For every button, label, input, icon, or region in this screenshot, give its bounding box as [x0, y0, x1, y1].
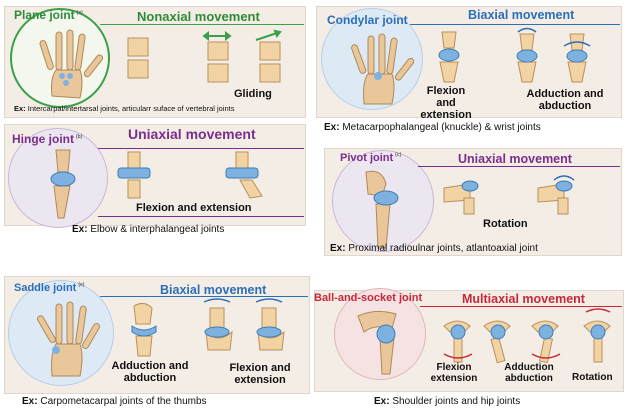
hinge-joint-title-text: Hinge joint — [12, 132, 74, 146]
ball-caption-flexion: Flexion extension — [424, 362, 484, 384]
plane-joint-movement: Nonaxial movement — [137, 9, 260, 24]
pivot-joint-title: Pivot joint(c) — [340, 152, 401, 164]
saddle-joint-line — [100, 296, 308, 297]
condylar-joint-title: Condylar joint — [327, 13, 408, 27]
pivot-caption-rotation: Rotation — [483, 218, 528, 230]
hinge-joint-line-bottom — [98, 216, 304, 217]
pivot-joint-title-text: Pivot joint — [340, 152, 394, 164]
hinge-joint-sub: (b) — [76, 134, 83, 140]
hinge-elbow-illustration — [50, 149, 76, 219]
pivot-joint-sub: (c) — [395, 152, 402, 159]
ball-example-prefix: Ex: — [374, 396, 390, 407]
ball-shoulder-illustration — [357, 310, 397, 375]
ball-socket-joint-movement: Multiaxial movement — [462, 292, 585, 306]
saddle-joint-title-text: Saddle joint — [14, 282, 77, 294]
saddle-hand-illustration — [37, 301, 100, 377]
pivot-example-prefix: Ex: — [330, 243, 346, 254]
plane-joint-title: Plane joint(a) — [14, 8, 83, 22]
pivot-joint-movement: Uniaxial movement — [458, 152, 572, 166]
hinge-joint-models — [117, 151, 263, 199]
pivot-example: Ex: Proximal radioulnar joints, atlantoa… — [330, 243, 538, 254]
pivot-example-text: Proximal radioulnar joints, atlantoaxial… — [348, 243, 538, 254]
hinge-example-prefix: Ex: — [72, 224, 88, 235]
condylar-joint-line — [410, 24, 620, 25]
saddle-caption-adduction: Adduction and abduction — [100, 360, 200, 384]
ball-caption-rotation: Rotation — [572, 372, 613, 383]
hinge-example-text: Elbow & interphalangeal joints — [90, 224, 225, 235]
ball-caption-adduction-text: Adduction abduction — [504, 362, 554, 384]
condylar-caption-adduction-text: Adduction and abduction — [526, 88, 604, 113]
plane-glide-cubes — [127, 29, 282, 83]
saddle-joint-title: Saddle joint(e) — [14, 282, 84, 294]
plane-example: Ex: Intercarpal/intertarsal joints, arti… — [14, 104, 235, 113]
saddle-example-text: Carpometacarpal joints of the thumbs — [40, 396, 207, 407]
hinge-joint-title: Hinge joint(b) — [12, 132, 82, 146]
ball-caption-adduction: Adduction abduction — [496, 362, 562, 384]
condylar-caption-adduction: Adduction and abduction — [514, 88, 616, 112]
plane-joint-line — [100, 24, 304, 25]
condylar-joint-movement: Biaxial movement — [468, 8, 575, 22]
pivot-joint-models — [443, 175, 575, 215]
saddle-caption-flexion-text: Flexion and extension — [229, 362, 291, 387]
hinge-example: Ex: Elbow & interphalangeal joints — [72, 224, 224, 235]
saddle-joint-sub: (e) — [78, 282, 85, 289]
condylar-example-text: Metacarpophalangeal (knuckle) & wrist jo… — [342, 122, 541, 133]
plane-caption-gliding: Gliding — [234, 88, 272, 100]
ball-socket-joint-title: Ball-and-socket joint — [314, 292, 423, 304]
plane-joint-sub: (a) — [76, 10, 83, 16]
hinge-joint-line — [98, 148, 304, 149]
plane-joint-title-text: Plane joint — [14, 8, 75, 22]
saddle-example: Ex: Carpometacarpal joints of the thumbs — [22, 396, 207, 407]
condylar-joint-models — [438, 27, 591, 83]
plane-hand-illustration — [39, 29, 104, 99]
condylar-example-prefix: Ex: — [324, 122, 340, 133]
pivot-radius-illustration — [365, 170, 399, 249]
condylar-caption-flexion-text: Flexion and extension — [420, 85, 472, 122]
ball-socket-joint-line — [420, 306, 622, 307]
saddle-joint-models — [131, 298, 285, 357]
hinge-joint-movement: Uniaxial movement — [128, 126, 256, 142]
pivot-joint-line — [418, 166, 620, 167]
saddle-caption-flexion: Flexion and extension — [218, 362, 302, 386]
saddle-caption-adduction-text: Adduction and abduction — [111, 360, 189, 385]
saddle-example-prefix: Ex: — [22, 396, 38, 407]
ball-joint-models — [443, 308, 611, 364]
ball-example: Ex: Shoulder joints and hip joints — [374, 396, 520, 407]
condylar-caption-flexion: Flexion and extension — [418, 85, 474, 121]
saddle-joint-movement: Biaxial movement — [160, 283, 267, 297]
ball-example-text: Shoulder joints and hip joints — [392, 396, 521, 407]
plane-example-prefix: Ex: — [14, 104, 26, 113]
ball-caption-flexion-text: Flexion extension — [430, 362, 478, 384]
condylar-example: Ex: Metacarpophalangeal (knuckle) & wris… — [324, 122, 541, 133]
condylar-hand-illustration — [351, 33, 415, 105]
hinge-caption-flexion: Flexion and extension — [136, 202, 252, 214]
plane-example-text: Intercarpal/intertarsal joints, articula… — [27, 104, 235, 113]
